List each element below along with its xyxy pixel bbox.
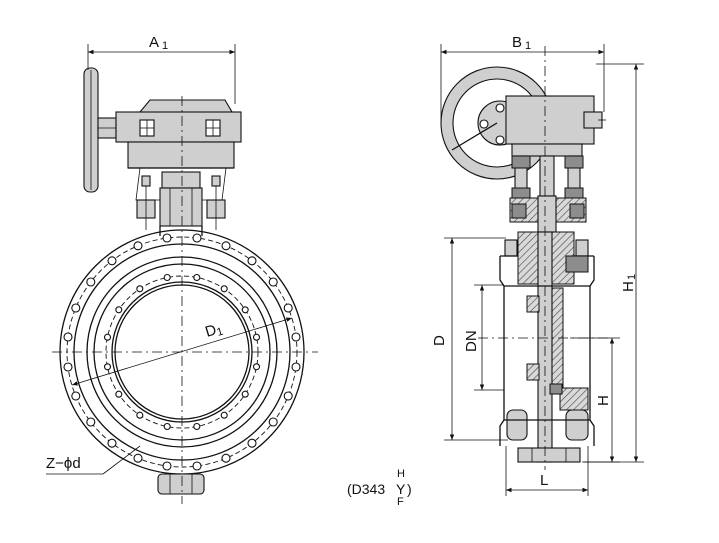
valve-body-side xyxy=(499,231,595,463)
handwheel xyxy=(83,67,117,193)
dim-a1-label: A xyxy=(149,34,159,51)
front-view: A 1 D 1 Z−ϕd xyxy=(46,34,318,504)
flange-bolt-hole xyxy=(192,233,202,243)
dim-d1-label: D xyxy=(203,321,218,340)
disc-bolt-hole xyxy=(115,306,123,314)
flange-bolt-hole xyxy=(162,461,172,471)
flange-bolt-hole xyxy=(63,332,73,342)
model-variant-bottom: F xyxy=(397,496,404,508)
flange-bolt-hole xyxy=(221,453,231,463)
dim-dn-label: DN xyxy=(463,330,480,352)
flange-bolt-hole xyxy=(71,391,81,401)
dim-h-label: H xyxy=(595,395,612,406)
dim-b1-label: B xyxy=(512,34,522,51)
disc-bolt-hole xyxy=(220,411,228,419)
dimension-l: L xyxy=(505,446,589,496)
disc-bolt-hole xyxy=(193,273,201,282)
model-designation: (D343 H Y F ) xyxy=(347,468,412,508)
disc-bolt-hole xyxy=(241,390,249,398)
flange-bolt-hole xyxy=(268,277,278,287)
disc-bolt-hole xyxy=(252,333,261,341)
dimension-b1: B 1 xyxy=(440,34,605,122)
dimension-dn: DN xyxy=(463,284,504,391)
model-suffix: ) xyxy=(407,481,412,497)
disc-bolt-hole xyxy=(252,363,261,371)
flange-bolt-holes xyxy=(63,233,301,471)
flange-bolt-hole xyxy=(107,438,117,448)
model-prefix: (D343 xyxy=(347,481,385,497)
flange-bolt-hole xyxy=(283,391,293,401)
gearbox xyxy=(115,99,242,169)
dim-a1-subscript: 1 xyxy=(162,40,168,52)
disc-bolt-hole xyxy=(193,422,201,431)
disc-bolt-hole xyxy=(163,273,171,282)
dim-l-label: L xyxy=(540,472,548,489)
model-variant-mid: Y xyxy=(396,481,406,497)
flange-bolt-hole xyxy=(162,233,172,243)
disc-bolt-hole xyxy=(103,363,112,371)
dim-d1-subscript: 1 xyxy=(215,326,224,339)
flange-bolt-hole xyxy=(291,362,301,372)
flange-bolt-hole xyxy=(283,303,293,313)
flange-bolt-hole xyxy=(71,303,81,313)
disc-bolt-hole xyxy=(220,285,228,293)
bolt-hole-callout: Z−ϕd xyxy=(46,445,141,475)
stem-bracket xyxy=(509,155,587,233)
dimension-d1: D 1 xyxy=(71,317,293,386)
disc-bolt-hole xyxy=(241,306,249,314)
side-view: B 1 H 1 D DN xyxy=(431,34,644,496)
dim-d-label: D xyxy=(431,335,448,346)
disc-bolt-hole xyxy=(136,285,144,293)
flange-bolt-hole xyxy=(107,256,117,266)
flange-bolt-hole xyxy=(221,241,231,251)
dim-b1-subscript: 1 xyxy=(525,40,531,52)
dimension-a1: A 1 xyxy=(87,34,236,104)
disc-bolt-hole xyxy=(163,422,171,431)
disc-bolt-hole xyxy=(115,390,123,398)
flange-bolt-hole xyxy=(86,417,96,427)
disc-bolt-hole xyxy=(136,411,144,419)
dim-h1-label: H xyxy=(620,281,637,292)
flange-bolt-hole xyxy=(291,332,301,342)
flange-bolt-hole xyxy=(247,256,257,266)
bolt-callout-label: Z−ϕd xyxy=(46,455,81,472)
flange-bolt-hole xyxy=(133,453,143,463)
flange-bolt-hole xyxy=(247,438,257,448)
dim-h1-subscript: 1 xyxy=(626,274,638,280)
flange-bolt-hole xyxy=(63,362,73,372)
disc-bolt-hole xyxy=(103,333,112,341)
flange-bolt-hole xyxy=(192,461,202,471)
model-variant-top: H xyxy=(397,468,405,480)
flange-bolt-hole xyxy=(133,241,143,251)
gearbox-side xyxy=(505,95,606,157)
dimension-d: D xyxy=(431,237,508,441)
yoke-bracket xyxy=(135,167,227,230)
flange-bolt-hole xyxy=(268,417,278,427)
flange-bolt-hole xyxy=(86,277,96,287)
